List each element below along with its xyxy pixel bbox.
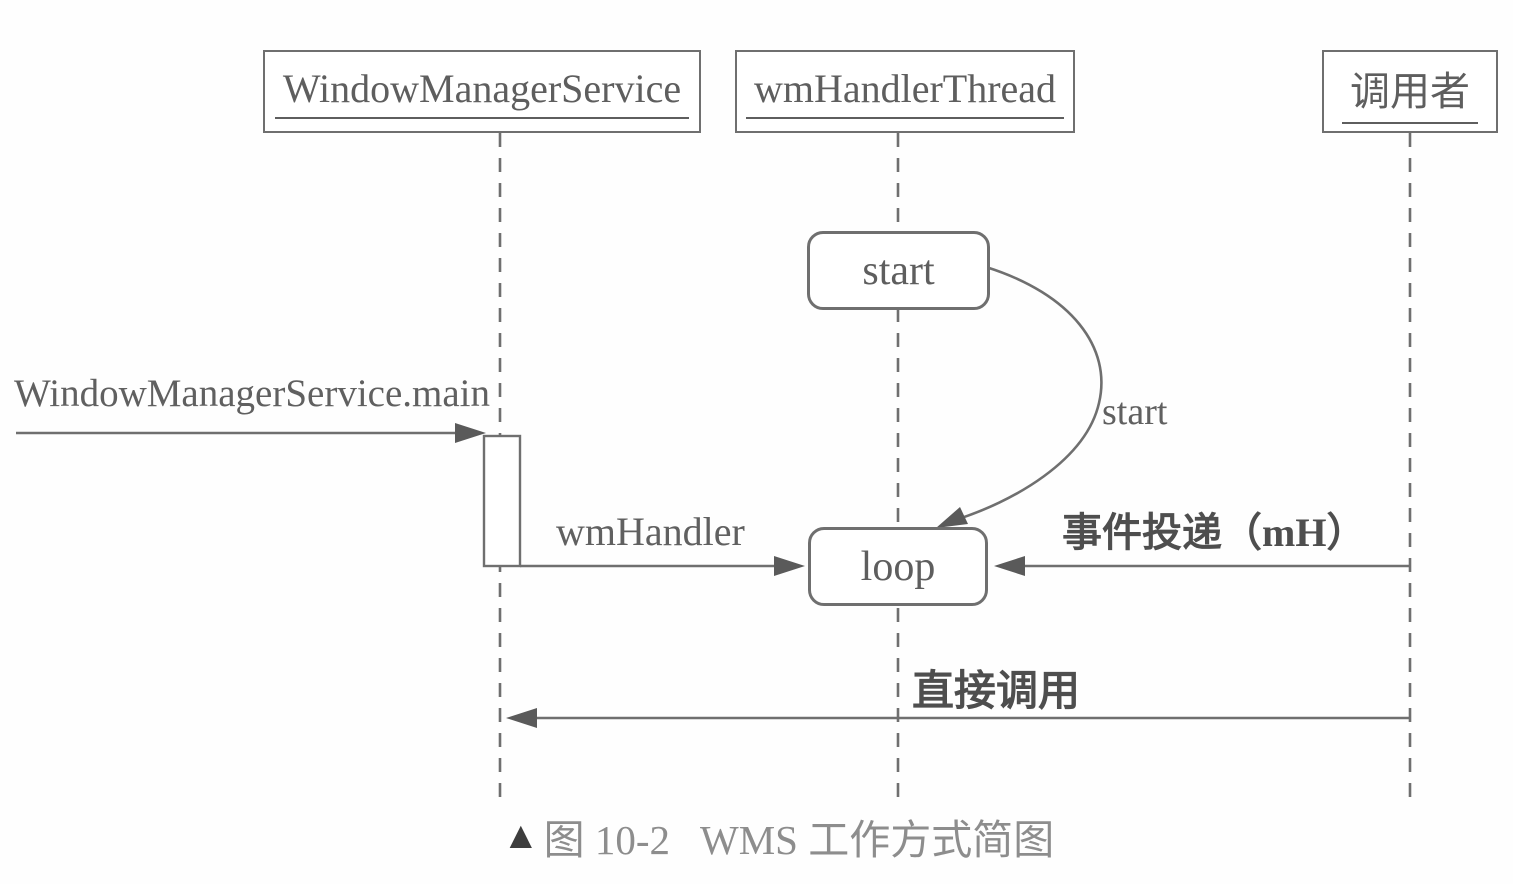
- arrow-event-post-head: [994, 556, 1025, 576]
- message-main-call: WindowManagerService.main: [14, 372, 491, 415]
- figure-caption: ▲ 图 10-2 WMS 工作方式简图: [502, 806, 1054, 866]
- arrow-main-call-head: [455, 423, 486, 443]
- loop-node: loop: [808, 527, 988, 606]
- arrow-wmhandler-head: [774, 556, 805, 576]
- message-direct-call: 直接调用: [912, 669, 1081, 715]
- start-node-label: start: [862, 247, 935, 294]
- participant-wmhandlerthread: wmHandlerThread: [735, 50, 1075, 133]
- participant-windowmanagerservice: WindowManagerService: [263, 50, 701, 133]
- message-wmhandler: wmHandler: [556, 509, 745, 554]
- arrow-start-curve: [951, 265, 1103, 523]
- activation-bar: [482, 434, 522, 568]
- arrow-direct-call-head: [506, 708, 537, 728]
- participant-caller: 调用者: [1322, 50, 1498, 133]
- message-start-self: start: [1102, 391, 1168, 433]
- arrow-start-curve-head: [936, 507, 968, 528]
- figure-marker-icon: ▲: [502, 815, 540, 857]
- participant-wmhandlerthread-label: wmHandlerThread: [745, 65, 1065, 119]
- message-event-post: 事件投递（mH）: [1062, 510, 1367, 555]
- figure-number: 图 10-2: [543, 817, 671, 863]
- loop-node-label: loop: [860, 543, 936, 590]
- participant-windowmanagerservice-label: WindowManagerService: [274, 65, 690, 119]
- participant-caller-label: 调用者: [1342, 59, 1478, 124]
- figure-title: WMS 工作方式简图: [700, 817, 1055, 863]
- start-node: start: [807, 231, 990, 310]
